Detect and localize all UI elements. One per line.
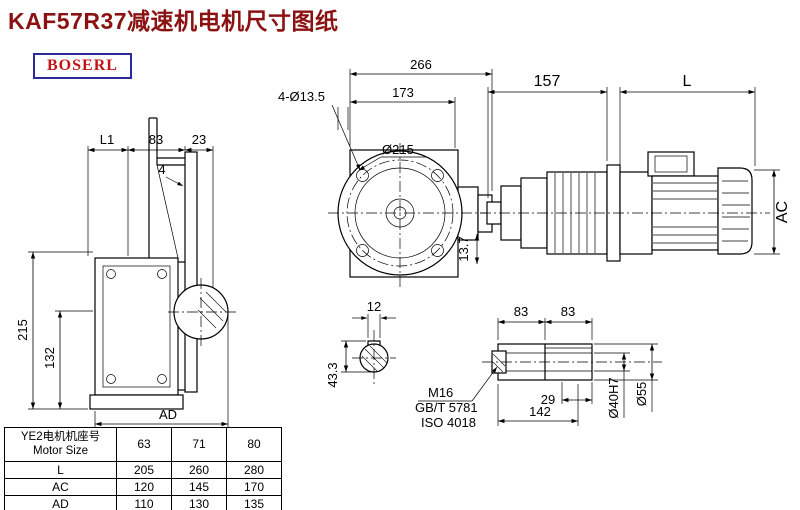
cover-screw bbox=[106, 269, 116, 279]
bolt-hole bbox=[431, 244, 444, 257]
shaft-total-dim-label: 142 bbox=[529, 404, 551, 419]
left-132-dim-label: 132 bbox=[42, 347, 57, 369]
housing-body bbox=[94, 257, 179, 396]
offset-dim-label: 13.7 bbox=[456, 236, 471, 261]
motor-size-table: YE2电机机座号 Motor Size 63 71 80 L 205 260 2… bbox=[4, 427, 282, 510]
left-l1-dim-label: L1 bbox=[100, 132, 114, 147]
table-label-AD: AD bbox=[4, 494, 117, 510]
cover-screw bbox=[106, 374, 116, 384]
table-header-size-63: 63 bbox=[116, 427, 172, 462]
left-23-dim-label: 23 bbox=[192, 132, 206, 147]
outer-dia-dim-label: Ø55 bbox=[634, 382, 649, 407]
table-cell: 120 bbox=[116, 477, 172, 496]
table-header-en: Motor Size bbox=[33, 445, 88, 458]
shaft-detail-view: 83 83 29 142 Ø40H7 Ø55 M16 bbox=[415, 304, 662, 430]
bolt-hole bbox=[356, 244, 369, 257]
left-4-leader bbox=[165, 176, 184, 187]
table-label-L: L bbox=[4, 460, 117, 479]
key-section-view: 12 43.3 bbox=[325, 299, 396, 388]
front-center-dim-label: 173 bbox=[392, 85, 414, 100]
left-height-dim-label: 215 bbox=[15, 319, 30, 341]
mounting-flange-edge bbox=[184, 151, 198, 393]
table-row-header: YE2电机机座号 Motor Size 63 71 80 bbox=[4, 427, 282, 462]
table-cell: 145 bbox=[171, 477, 227, 496]
bore-dia-dim-label: Ø40H7 bbox=[606, 377, 621, 418]
table-label-AC: AC bbox=[4, 477, 117, 496]
housing-cover bbox=[102, 265, 171, 388]
side-view: 157 L AC bbox=[480, 73, 791, 262]
table-row-L: L 205 260 280 bbox=[4, 460, 282, 479]
cover-screw bbox=[157, 269, 167, 279]
housing-base bbox=[89, 394, 184, 410]
bolt-holes-dim-label: 4-Ø13.5 bbox=[278, 89, 325, 104]
table-header-size-80: 80 bbox=[226, 427, 282, 462]
page-title: KAF57R37减速机电机尺寸图纸 bbox=[8, 8, 339, 34]
motor-dia-dim-label: AC bbox=[774, 201, 791, 223]
flange-dia-dim-label: Ø215 bbox=[382, 142, 414, 157]
key-length-dim-label: 29 bbox=[541, 392, 555, 407]
table-cell: 260 bbox=[171, 460, 227, 479]
cover-screw bbox=[157, 374, 167, 384]
fan-cover bbox=[717, 167, 753, 255]
motor-length-dim-label: L bbox=[683, 73, 692, 90]
table-cell: 205 bbox=[116, 460, 172, 479]
table-header-motor-size: YE2电机机座号 Motor Size bbox=[4, 427, 117, 462]
table-header-cn: YE2电机机座号 bbox=[20, 431, 101, 443]
keyway-width-dim-label: 12 bbox=[367, 299, 381, 314]
thread-leader bbox=[471, 366, 498, 402]
iso-standard-label: ISO 4018 bbox=[421, 415, 476, 430]
boserl-logo-text: BOSERL bbox=[47, 57, 118, 74]
thread-label: M16 bbox=[428, 385, 453, 400]
front-width-dim-label: 266 bbox=[410, 57, 432, 72]
shaft-83a-dim-label: 83 bbox=[514, 304, 528, 319]
flange-dia-leader bbox=[358, 156, 382, 171]
table-row-AD: AD 110 130 135 bbox=[4, 494, 282, 510]
bolt-holes-leader bbox=[331, 104, 361, 171]
table-header-size-71: 71 bbox=[171, 427, 227, 462]
table-cell: 170 bbox=[226, 477, 282, 496]
left-ad-dim-label: AD bbox=[159, 407, 177, 422]
keyway-depth-dim-label: 43.3 bbox=[325, 362, 340, 387]
table-row-AC: AC 120 145 170 bbox=[4, 477, 282, 496]
boserl-logo: BOSERL bbox=[33, 53, 132, 79]
shaft-83b-dim-label: 83 bbox=[561, 304, 575, 319]
bolt-hole bbox=[431, 169, 444, 182]
left-83-dim-label: 83 bbox=[149, 132, 163, 147]
gear-length-dim-label: 157 bbox=[534, 73, 561, 90]
table-cell: 280 bbox=[226, 460, 282, 479]
left-view: L1 83 23 4 215 132 AD bbox=[15, 117, 236, 428]
left-4-dim-label: 4 bbox=[158, 162, 165, 177]
front-view: 266 173 4-Ø13.5 Ø215 13.7 bbox=[278, 57, 500, 287]
table-cell: 130 bbox=[171, 494, 227, 510]
gb-standard-label: GB/T 5781 bbox=[415, 400, 478, 415]
terminal-box-lid bbox=[654, 155, 688, 173]
table-cell: 110 bbox=[116, 494, 172, 510]
table-cell: 135 bbox=[226, 494, 282, 510]
